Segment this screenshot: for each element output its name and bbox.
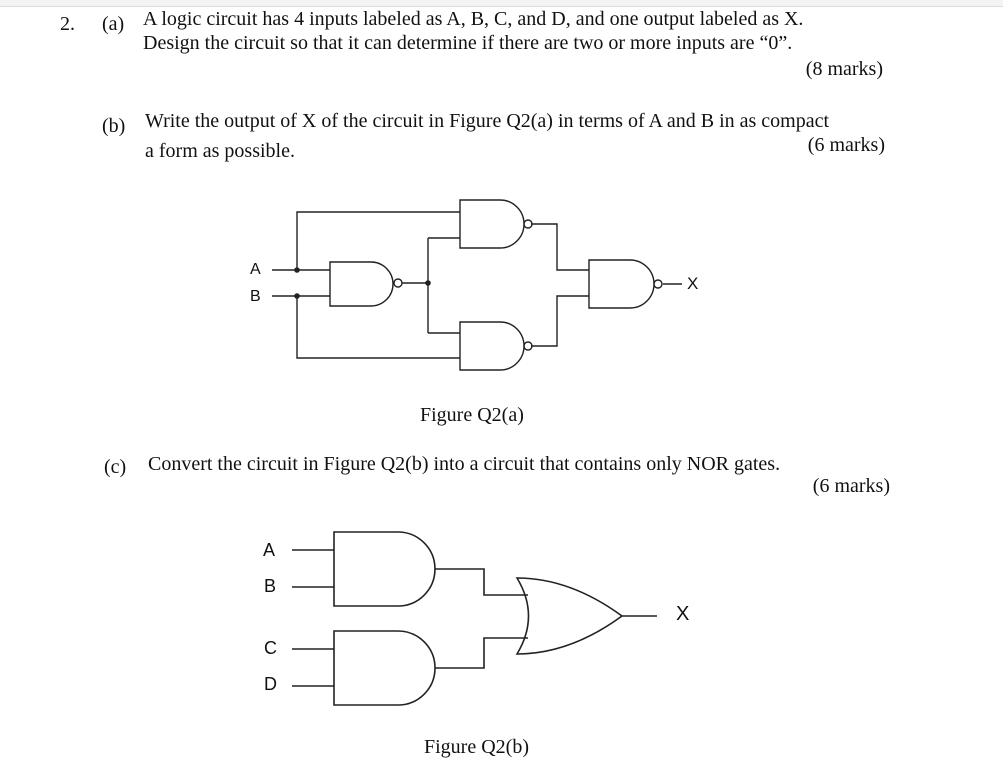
part-a-line1: A logic circuit has 4 inputs labeled as …: [143, 8, 804, 30]
wire-b-to-bottom-gate: [296, 296, 460, 359]
junction-dot: [294, 293, 300, 299]
part-c-line1: Convert the circuit in Figure Q2(b) into…: [148, 453, 781, 475]
part-c-label: (c): [104, 456, 127, 478]
junction-dot: [425, 280, 431, 286]
inverter-bubble: [523, 219, 533, 229]
and-gate-bottom: [333, 630, 436, 706]
fig-a-output-x: X: [687, 274, 699, 293]
part-b-line2: a form as possible.: [145, 140, 295, 162]
nand-gate-1: [329, 261, 394, 307]
part-a-marks: (8 marks): [805, 58, 883, 80]
and-gate-top: [333, 531, 436, 607]
fig-b-input-b: B: [264, 576, 277, 596]
part-b-line1: Write the output of X of the circuit in …: [145, 110, 830, 132]
or-gate: [515, 577, 624, 655]
fig-b-input-a: A: [263, 540, 276, 560]
part-c-marks: (6 marks): [812, 475, 890, 497]
junction-dot: [294, 267, 300, 273]
fig-b-input-c: C: [264, 638, 277, 658]
part-a-label: (a): [102, 13, 125, 35]
part-b-label: (b): [102, 115, 126, 137]
wire-a-to-top-gate: [296, 211, 460, 270]
figure-b-caption: Figure Q2(b): [424, 736, 529, 758]
fig-b-output-x: X: [676, 603, 690, 625]
inverter-bubble: [523, 341, 533, 351]
page-top-border: [0, 0, 1003, 7]
fig-a-input-b: B: [250, 288, 261, 305]
part-a-line2: Design the circuit so that it can determ…: [143, 32, 793, 54]
inverter-bubble: [393, 278, 403, 288]
question-number: 2.: [60, 13, 75, 35]
fig-b-input-d: D: [264, 674, 277, 694]
inverter-bubble: [653, 279, 663, 289]
figure-a-caption: Figure Q2(a): [420, 404, 524, 426]
part-b-marks: (6 marks): [807, 134, 885, 156]
fig-a-input-a: A: [250, 261, 261, 278]
